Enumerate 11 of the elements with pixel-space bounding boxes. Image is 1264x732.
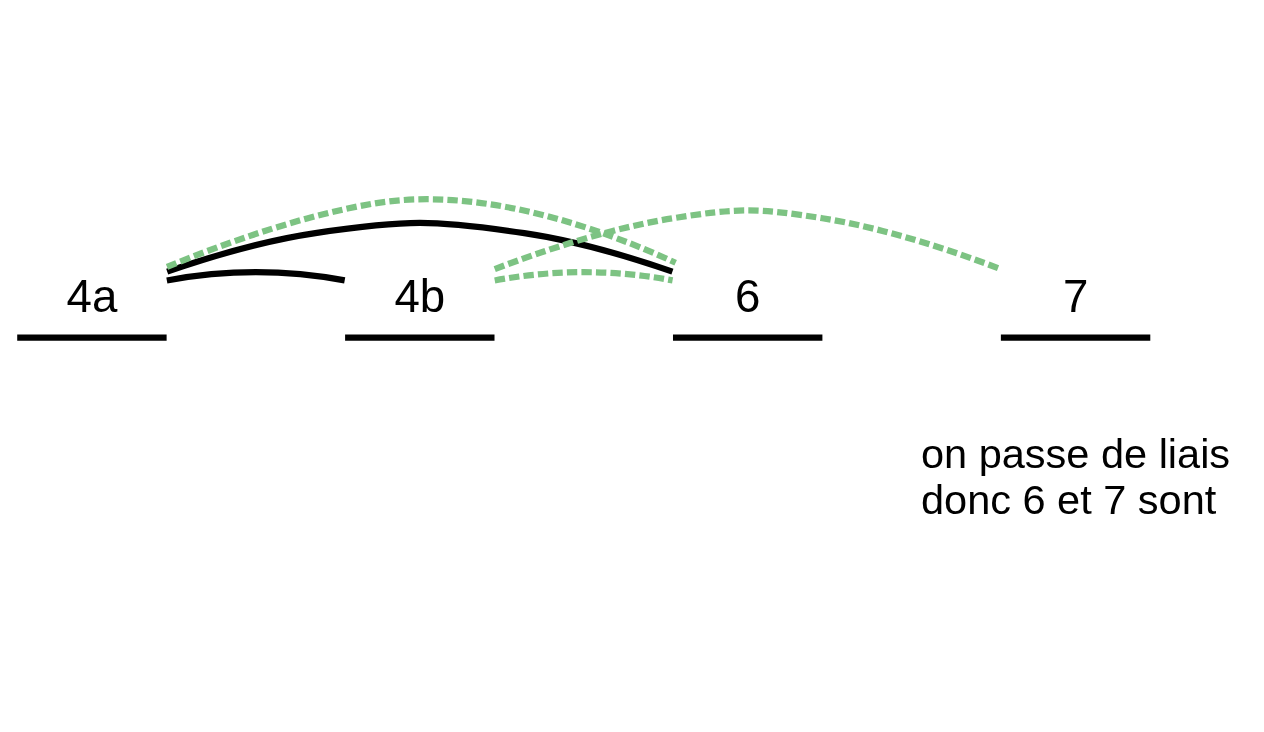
- connector: [494, 268, 674, 283]
- connector: [166, 268, 346, 283]
- label: on passe de liais: [920, 429, 1231, 477]
- connector: [165, 195, 677, 270]
- node-text: 7: [1062, 270, 1089, 322]
- connector: [493, 206, 1002, 272]
- label: donc 6 et 7 sont: [920, 475, 1217, 523]
- connector: [166, 219, 674, 275]
- node-text: 6: [735, 270, 761, 322]
- node-text: 4a: [66, 270, 118, 322]
- node-text: 4b: [394, 270, 446, 322]
